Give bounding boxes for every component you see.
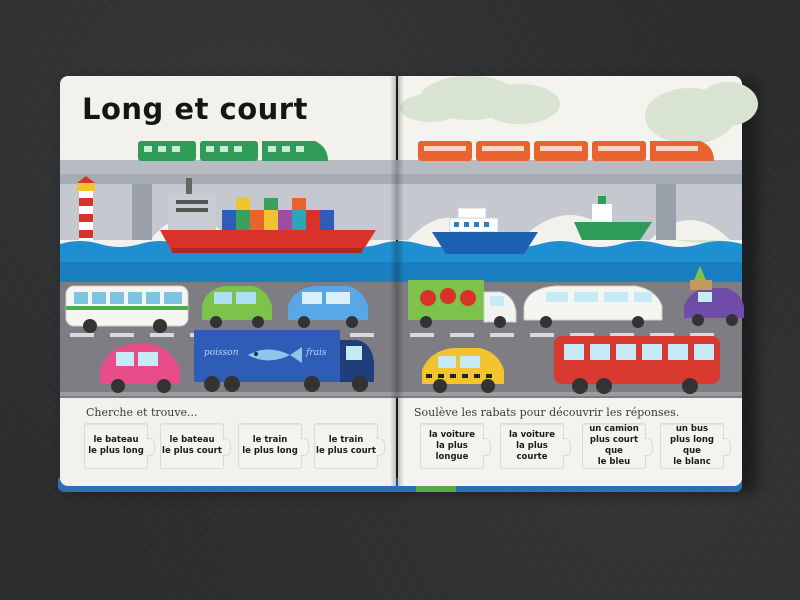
green-train-icon [138,141,328,161]
red-bus-icon [554,336,720,394]
flap-line: le train [328,435,364,445]
flap-line: le bleu [597,457,631,467]
taxi-icon [422,348,504,393]
flap-line: plus long que [670,435,714,456]
flap-line: la voiture [509,429,555,440]
green-car-icon [202,286,272,328]
page-title: Long et court [82,92,308,126]
flap-line: le bateau [169,435,215,445]
truck-text-right: frais [306,348,327,358]
purple-car-icon [684,266,744,326]
white-bus-icon [65,285,189,333]
flap-tab[interactable] [644,438,653,456]
book-spine [390,76,404,486]
flap-line: le train [252,435,288,445]
container-ship-icon [160,178,376,253]
flap-line: la voiture [429,429,475,440]
flap-line: le plus court [316,446,376,456]
curb [60,392,742,396]
flap-tab[interactable] [482,438,491,456]
left-prompt: Cherche et trouve... [86,406,198,419]
flap-line: plus court que [589,435,639,456]
blue-truck-icon [194,330,374,392]
flap-line: le plus long [88,446,144,456]
flap-tab[interactable] [376,438,385,456]
blue-car-icon [288,286,368,328]
fish-icon [248,347,302,363]
truck-text-left: poisson [204,348,239,358]
flap-line: un camion [589,424,639,434]
ferry-icon [432,207,538,254]
white-limousine-icon [523,285,663,328]
flap-tab[interactable] [222,438,231,456]
flap-tab[interactable] [146,438,155,456]
lighthouse-icon [77,176,95,240]
flap-line: la plus courte [516,440,548,462]
flap-line: un bus [675,424,709,434]
flap-tab[interactable] [562,438,571,456]
tugboat-icon [574,196,652,240]
flap-line: la plus longue [435,440,469,462]
right-prompt: Soulève les rabats pour découvrir les ré… [414,406,680,419]
flap-tab[interactable] [300,438,309,456]
flap-tab[interactable] [722,438,731,456]
orange-train-icon [418,141,714,161]
pink-car-icon [100,344,180,393]
flap-line: le bateau [93,435,139,445]
water-deep [60,262,742,282]
flap-line: le plus court [162,446,222,456]
strawberry-truck-icon [408,280,517,328]
flap-line: le blanc [673,457,711,467]
flap-line: le plus long [242,446,298,456]
